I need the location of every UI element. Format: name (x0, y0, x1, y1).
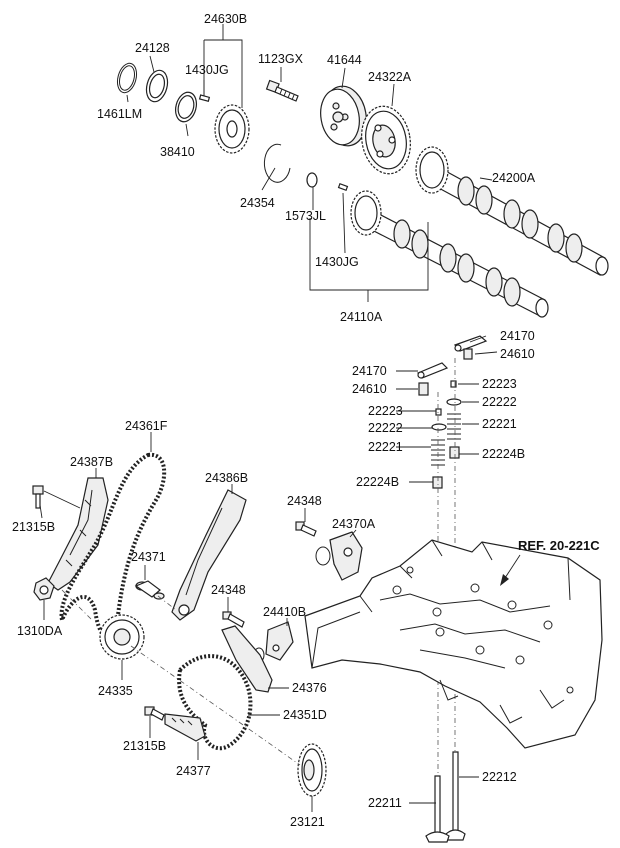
label-24335: 24335 (98, 684, 133, 698)
label-24386b: 24386B (205, 471, 248, 485)
rocker-arm-24170-r-icon (453, 335, 488, 352)
label-23121: 23121 (290, 815, 325, 829)
tensioner-24370a-icon (315, 531, 363, 581)
label-22223-l: 22223 (368, 404, 403, 418)
label-22212: 22212 (482, 770, 517, 784)
label-24370a: 24370A (332, 517, 376, 531)
valve-spring-22221-r-icon (447, 413, 461, 440)
washer-1573jl-icon (306, 172, 318, 188)
lash-adjuster-24610-l-icon (418, 382, 429, 396)
label-24610-r: 24610 (500, 347, 535, 361)
chain-guide-24376-icon (221, 625, 273, 693)
label-1573jl: 1573JL (285, 209, 326, 223)
label-21315b-bot: 21315B (123, 739, 166, 753)
ref-label: REF. 20-221C (518, 538, 600, 553)
valve-keeper-22223-l-icon (435, 408, 442, 416)
label-24351d: 24351D (283, 708, 327, 722)
label-24128: 24128 (135, 41, 170, 55)
camshaft-24200a-icon (415, 146, 609, 276)
label-41644: 41644 (327, 53, 362, 67)
timing-chain-24361f-icon (59, 452, 167, 637)
chain-guide-24387b-icon (47, 477, 109, 591)
retainer-22222-l-icon (431, 423, 447, 431)
label-1461lm: 1461LM (97, 107, 142, 121)
label-24377: 24377 (176, 764, 211, 778)
valve-seal-22224b-l-icon (432, 476, 443, 489)
sprocket-24630b-icon (214, 104, 250, 154)
sprocket-24335-icon (99, 614, 145, 660)
bolt-24348-r-icon (295, 521, 317, 537)
label-24387b: 24387B (70, 455, 113, 469)
dowel-24371-icon (134, 580, 165, 600)
ring-38410-icon (174, 91, 198, 123)
phaser-disc-41644-icon (320, 85, 367, 147)
bolt-1123gx-icon (265, 79, 299, 102)
valve-seal-22224b-r-icon (449, 446, 460, 459)
rocker-arm-24170-l-icon (417, 362, 449, 379)
tensioner-arm-24386b-icon (171, 489, 247, 621)
label-24110a: 24110A (340, 310, 383, 324)
idler-1310da-icon (33, 577, 55, 601)
c-ring-24354-icon (263, 143, 291, 183)
label-1310da: 1310DA (17, 624, 63, 638)
cylinder-head-icon (304, 539, 603, 749)
label-22211: 22211 (368, 796, 402, 810)
label-24200a: 24200A (492, 171, 536, 185)
label-1430jg-mid: 1430JG (315, 255, 359, 269)
label-21315b-top: 21315B (12, 520, 55, 534)
lash-adjuster-24610-r-icon (463, 348, 473, 360)
label-24376: 24376 (292, 681, 327, 695)
camshaft-24110a-icon (350, 190, 549, 318)
pin-1430jg-icon (198, 94, 211, 102)
label-22224b-l: 22224B (356, 475, 399, 489)
tensioner-24410b-icon (253, 621, 294, 663)
washer-24128-icon (145, 69, 169, 103)
label-24630b: 24630B (204, 12, 247, 26)
valve-keeper-22223-r-icon (450, 380, 457, 388)
sprocket-24322a-icon (361, 105, 411, 175)
exhaust-valve-22212-icon (445, 751, 466, 841)
chain-guide-24377-icon (164, 713, 206, 742)
label-24410b: 24410B (263, 605, 306, 619)
label-24610-l: 24610 (352, 382, 387, 396)
label-24170-r: 24170 (500, 329, 535, 343)
label-24348-m: 24348 (211, 583, 246, 597)
bolt-21315b-bot-icon (144, 706, 165, 721)
label-24371: 24371 (131, 550, 166, 564)
label-24170-l: 24170 (352, 364, 387, 378)
snap-ring-1461lm-icon (116, 62, 138, 94)
label-24348-r: 24348 (287, 494, 322, 508)
label-22222-l: 22222 (368, 421, 403, 435)
label-22223-r: 22223 (482, 377, 517, 391)
bolt-21315b-top-icon (32, 485, 44, 509)
label-22221-r: 22221 (482, 417, 517, 431)
label-38410: 38410 (160, 145, 195, 159)
intake-valve-22211-icon (425, 775, 450, 843)
label-1123gx: 1123GX (258, 52, 304, 66)
label-24354: 24354 (240, 196, 275, 210)
retainer-22222-r-icon (446, 398, 462, 406)
label-22222-r: 22222 (482, 395, 517, 409)
label-1430jg-top: 1430JG (185, 63, 229, 77)
label-24361f: 24361F (125, 419, 168, 433)
pin-1430jg-mid-icon (337, 182, 349, 192)
bolt-24348-mid-icon (222, 611, 245, 628)
label-24322a: 24322A (368, 70, 412, 84)
timing-chain-24351d-icon (177, 654, 253, 751)
label-22224b-r: 22224B (482, 447, 525, 461)
sprocket-23121-icon (297, 743, 327, 797)
label-22221-l: 22221 (368, 440, 403, 454)
